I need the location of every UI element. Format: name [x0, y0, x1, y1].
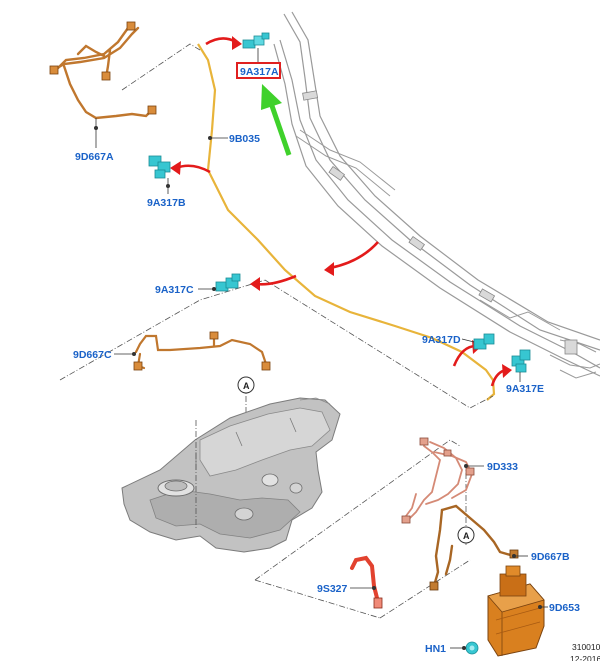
detail-label-a-2: A	[463, 531, 470, 541]
dot-9b035	[208, 136, 212, 140]
dot-9d667b	[512, 554, 516, 558]
red-arrowheads	[170, 36, 512, 378]
clip-9a317c	[215, 273, 241, 292]
reference-date: 12-2016	[570, 654, 600, 661]
label-9a317a: 9A317A	[240, 66, 279, 78]
dot-9a317c	[212, 287, 216, 291]
detail-label-a-1: A	[243, 381, 250, 391]
label-9d667a: 9D667A	[75, 151, 114, 163]
detail-circle-a-1	[237, 376, 255, 394]
line-clips-grey	[302, 90, 578, 355]
dot-hn1	[462, 646, 466, 650]
dot-9s327	[372, 586, 376, 590]
dot-9d667c	[132, 352, 136, 356]
label-9d653: 9D653	[549, 602, 580, 614]
nut-hn1	[465, 641, 479, 655]
canister-9d653	[487, 565, 545, 657]
harness-9d333	[405, 441, 473, 521]
dot-9d667a	[94, 126, 98, 130]
reference-number: 310010	[572, 642, 600, 652]
label-9d667b: 9D667B	[531, 551, 570, 563]
harness-9d667c-connectors	[133, 331, 271, 371]
label-hn1: HN1	[425, 643, 446, 655]
label-9a317d: 9A317D	[422, 334, 461, 346]
fuel-tank	[121, 397, 341, 553]
detail-circle-a-2	[457, 526, 475, 544]
harness-9d333-connectors	[401, 437, 475, 524]
hose-9s327	[350, 555, 383, 609]
label-9a317c: 9A317C	[155, 284, 194, 296]
clip-9a317a	[242, 32, 270, 62]
harness-9d667b	[432, 504, 516, 588]
label-9b035: 9B035	[229, 133, 260, 145]
harness-9d667a-connectors	[49, 21, 157, 115]
harness-9d667c	[134, 334, 268, 370]
label-9a317e: 9A317E	[506, 383, 544, 395]
dot-9a317b	[166, 184, 170, 188]
label-9s327: 9S327	[317, 583, 348, 595]
clip-9a317b	[148, 155, 171, 179]
leader-9a317d	[461, 338, 475, 343]
clip-9a317d	[473, 333, 495, 350]
green-arrow	[261, 84, 292, 156]
fuel-line-9b035	[197, 43, 496, 401]
dot-9d333	[464, 464, 468, 468]
label-9d333: 9D333	[487, 461, 518, 473]
brake-line-bundle	[273, 11, 600, 379]
highlight-box	[236, 62, 281, 79]
label-9a317b: 9A317B	[147, 197, 186, 209]
label-9d667c: 9D667C	[73, 349, 112, 361]
clip-9a317e	[511, 349, 531, 373]
dot-9d653	[538, 605, 542, 609]
